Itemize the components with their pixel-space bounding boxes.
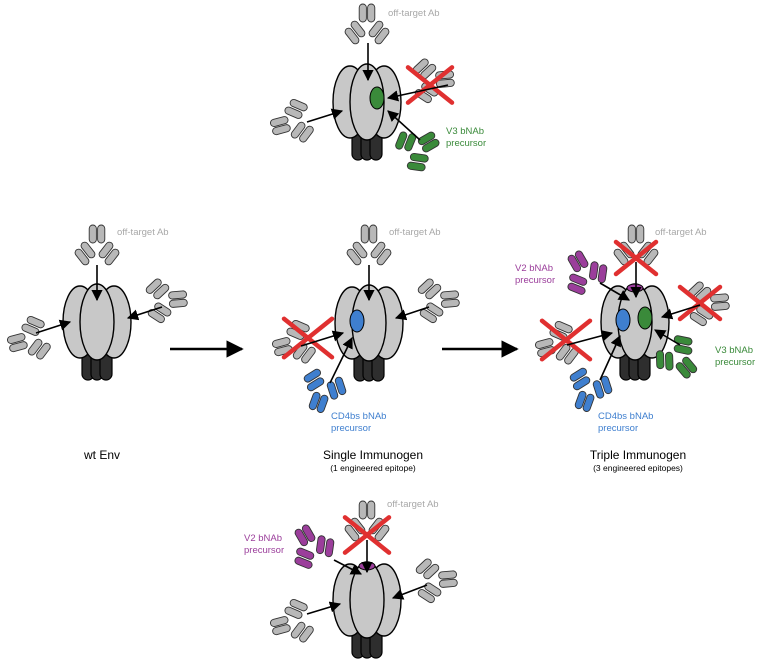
env-trimer-icon [332, 63, 402, 161]
binding-arrow [391, 584, 428, 600]
antibody-icon [269, 98, 314, 143]
antibody-icon [145, 278, 188, 324]
v2-precursor-label: precursor [244, 545, 284, 556]
triple-immunogen-title: Triple Immunogen [590, 448, 686, 462]
blocked-x-icon [342, 515, 392, 555]
cd4bs-precursor-label: precursor [598, 423, 638, 434]
single-immunogen-title: Single Immunogen [323, 448, 423, 462]
env-trimer-icon [62, 283, 132, 381]
antibody-icon [417, 278, 460, 324]
antibody-icon [271, 319, 316, 364]
off-target-ab-label: off-target Ab [389, 227, 441, 238]
env-trimer-icon [600, 283, 670, 381]
antibody-icon [346, 224, 392, 266]
triple-immunogen-subtitle: (3 engineered epitopes) [593, 463, 683, 473]
blocked-x-icon [281, 316, 335, 360]
antibody-icon [415, 558, 458, 604]
binding-arrow [599, 282, 630, 301]
binding-arrow [599, 334, 621, 381]
antibody-icon [303, 368, 347, 413]
antibody-icon [74, 224, 120, 266]
antibody-icon [569, 367, 613, 412]
binding-arrow [306, 601, 342, 615]
binding-arrow [660, 304, 701, 320]
off-target-ab-label: off-target Ab [655, 227, 707, 238]
antibody-icon [344, 3, 390, 45]
antibody-icon [294, 524, 335, 569]
binding-arrow [386, 84, 449, 102]
off-target-ab-label: off-target Ab [388, 8, 440, 19]
cd4bs-epitope [349, 309, 365, 333]
binding-arrow [394, 306, 430, 321]
blocked-x-icon [405, 65, 455, 105]
blocked-x-icon [539, 318, 593, 362]
v3-epitope [369, 86, 385, 110]
binding-arrow [566, 330, 614, 346]
v3-epitope [637, 306, 653, 330]
cd4bs-bnab-label: CD4bs bNAb [331, 411, 386, 422]
binding-arrow [329, 336, 353, 384]
blocked-x-icon [677, 284, 723, 322]
cd4bs-precursor-label: precursor [331, 423, 371, 434]
v3-bnab-label: V3 bNAb [715, 345, 753, 356]
binding-arrow [306, 108, 344, 123]
binding-arrow [35, 319, 72, 334]
antibody-icon [687, 281, 730, 327]
labels: off-target Ab V3 bNAb precursor off-targ… [83, 8, 755, 556]
off-target-ab-label: off-target Ab [117, 227, 169, 238]
blocked-x-icon [613, 239, 659, 277]
v3-precursor-label: precursor [446, 138, 486, 149]
v3-bnab-label: V3 bNAb [446, 126, 484, 137]
binding-arrow [300, 330, 345, 347]
v2-bnab-label: V2 bNAb [515, 263, 553, 274]
binding-arrow [387, 110, 421, 141]
cd4bs-bnab-label: CD4bs bNAb [598, 411, 653, 422]
binding-arrow [654, 329, 681, 346]
v2-bnab-label: V2 bNAb [244, 533, 282, 544]
env-lobe [349, 561, 385, 639]
off-target-ab-label: off-target Ab [387, 499, 439, 510]
cd4bs-epitope [615, 308, 631, 332]
binding-arrow [333, 559, 362, 575]
single-immunogen-subtitle: (1 engineered epitope) [330, 463, 416, 473]
v2-epitope [626, 283, 644, 293]
env-trimer-icon [332, 561, 402, 659]
antibody-icon [269, 598, 314, 643]
antibody-icon [6, 315, 51, 360]
env-trimer-icon [334, 284, 404, 382]
antibody-icon [395, 131, 440, 172]
antibody-icon [567, 250, 608, 295]
v2-precursor-label: precursor [515, 275, 555, 286]
v3-precursor-label: precursor [715, 357, 755, 368]
antibody-icon [655, 335, 698, 379]
binding-arrow [126, 306, 163, 321]
wt-env-title: wt Env [83, 448, 120, 462]
